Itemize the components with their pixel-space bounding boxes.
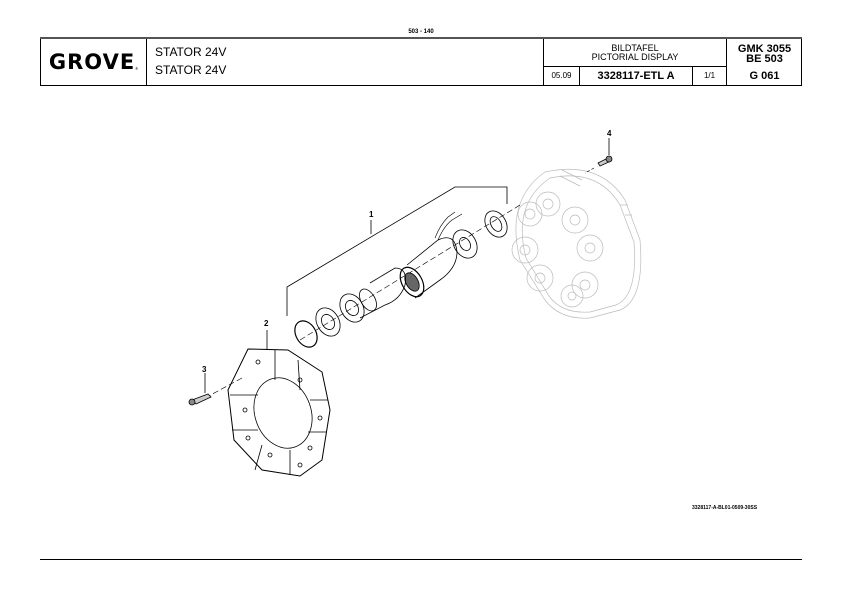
callout-1: 1 <box>369 210 374 219</box>
motor-housing <box>511 168 642 319</box>
drawing-code: G 061 <box>749 70 780 82</box>
sheet-number: 1/1 <box>693 67 727 85</box>
model-block: GMK 3055 BE 503 G 061 <box>727 39 802 85</box>
stator-coil <box>399 211 463 299</box>
washer-left <box>339 293 365 323</box>
pictorial-english: PICTORIAL DISPLAY <box>591 52 679 62</box>
sleeve <box>359 267 406 319</box>
washer-right-small <box>484 210 508 238</box>
part-titles: STATOR 24V STATOR 24V <box>147 39 544 85</box>
group-code: BE 503 <box>746 53 783 65</box>
pictorial-german: BILDTAFEL <box>611 43 659 53</box>
bottom-rule <box>40 559 802 560</box>
coupling-disc <box>227 348 331 477</box>
circlip <box>294 320 318 348</box>
bolt <box>188 373 212 406</box>
document-number: 3328117-ETL A <box>580 67 693 85</box>
model-name: GMK 3055 <box>737 43 792 55</box>
callout-1-bracket <box>286 186 508 316</box>
title-english: STATOR 24V <box>155 63 227 77</box>
drawing-reference: 3328117-A-BL01-0509-30SS <box>692 505 758 511</box>
washer-left-outer <box>315 307 341 337</box>
screw <box>584 138 613 174</box>
top-rule <box>40 37 802 39</box>
title-german: STATOR 24V <box>155 45 227 59</box>
washer-right <box>452 229 478 259</box>
grove-logo: GROVE ® <box>41 39 147 85</box>
assembly-axis <box>299 204 521 341</box>
bolt-axis <box>204 377 243 399</box>
logo-mark: ® <box>135 66 139 71</box>
issue-date: 05.09 <box>544 67 580 85</box>
title-block: GROVE ® STATOR 24V STATOR 24V BILDTAFEL … <box>40 39 802 86</box>
pictorial-label: BILDTAFEL PICTORIAL DISPLAY <box>544 39 727 67</box>
page-number: 503 - 140 <box>408 29 434 35</box>
callout-2: 2 <box>264 319 269 328</box>
callout-4: 4 <box>607 129 612 138</box>
callout-3: 3 <box>202 365 207 374</box>
logo-text: GROVE <box>48 50 136 74</box>
